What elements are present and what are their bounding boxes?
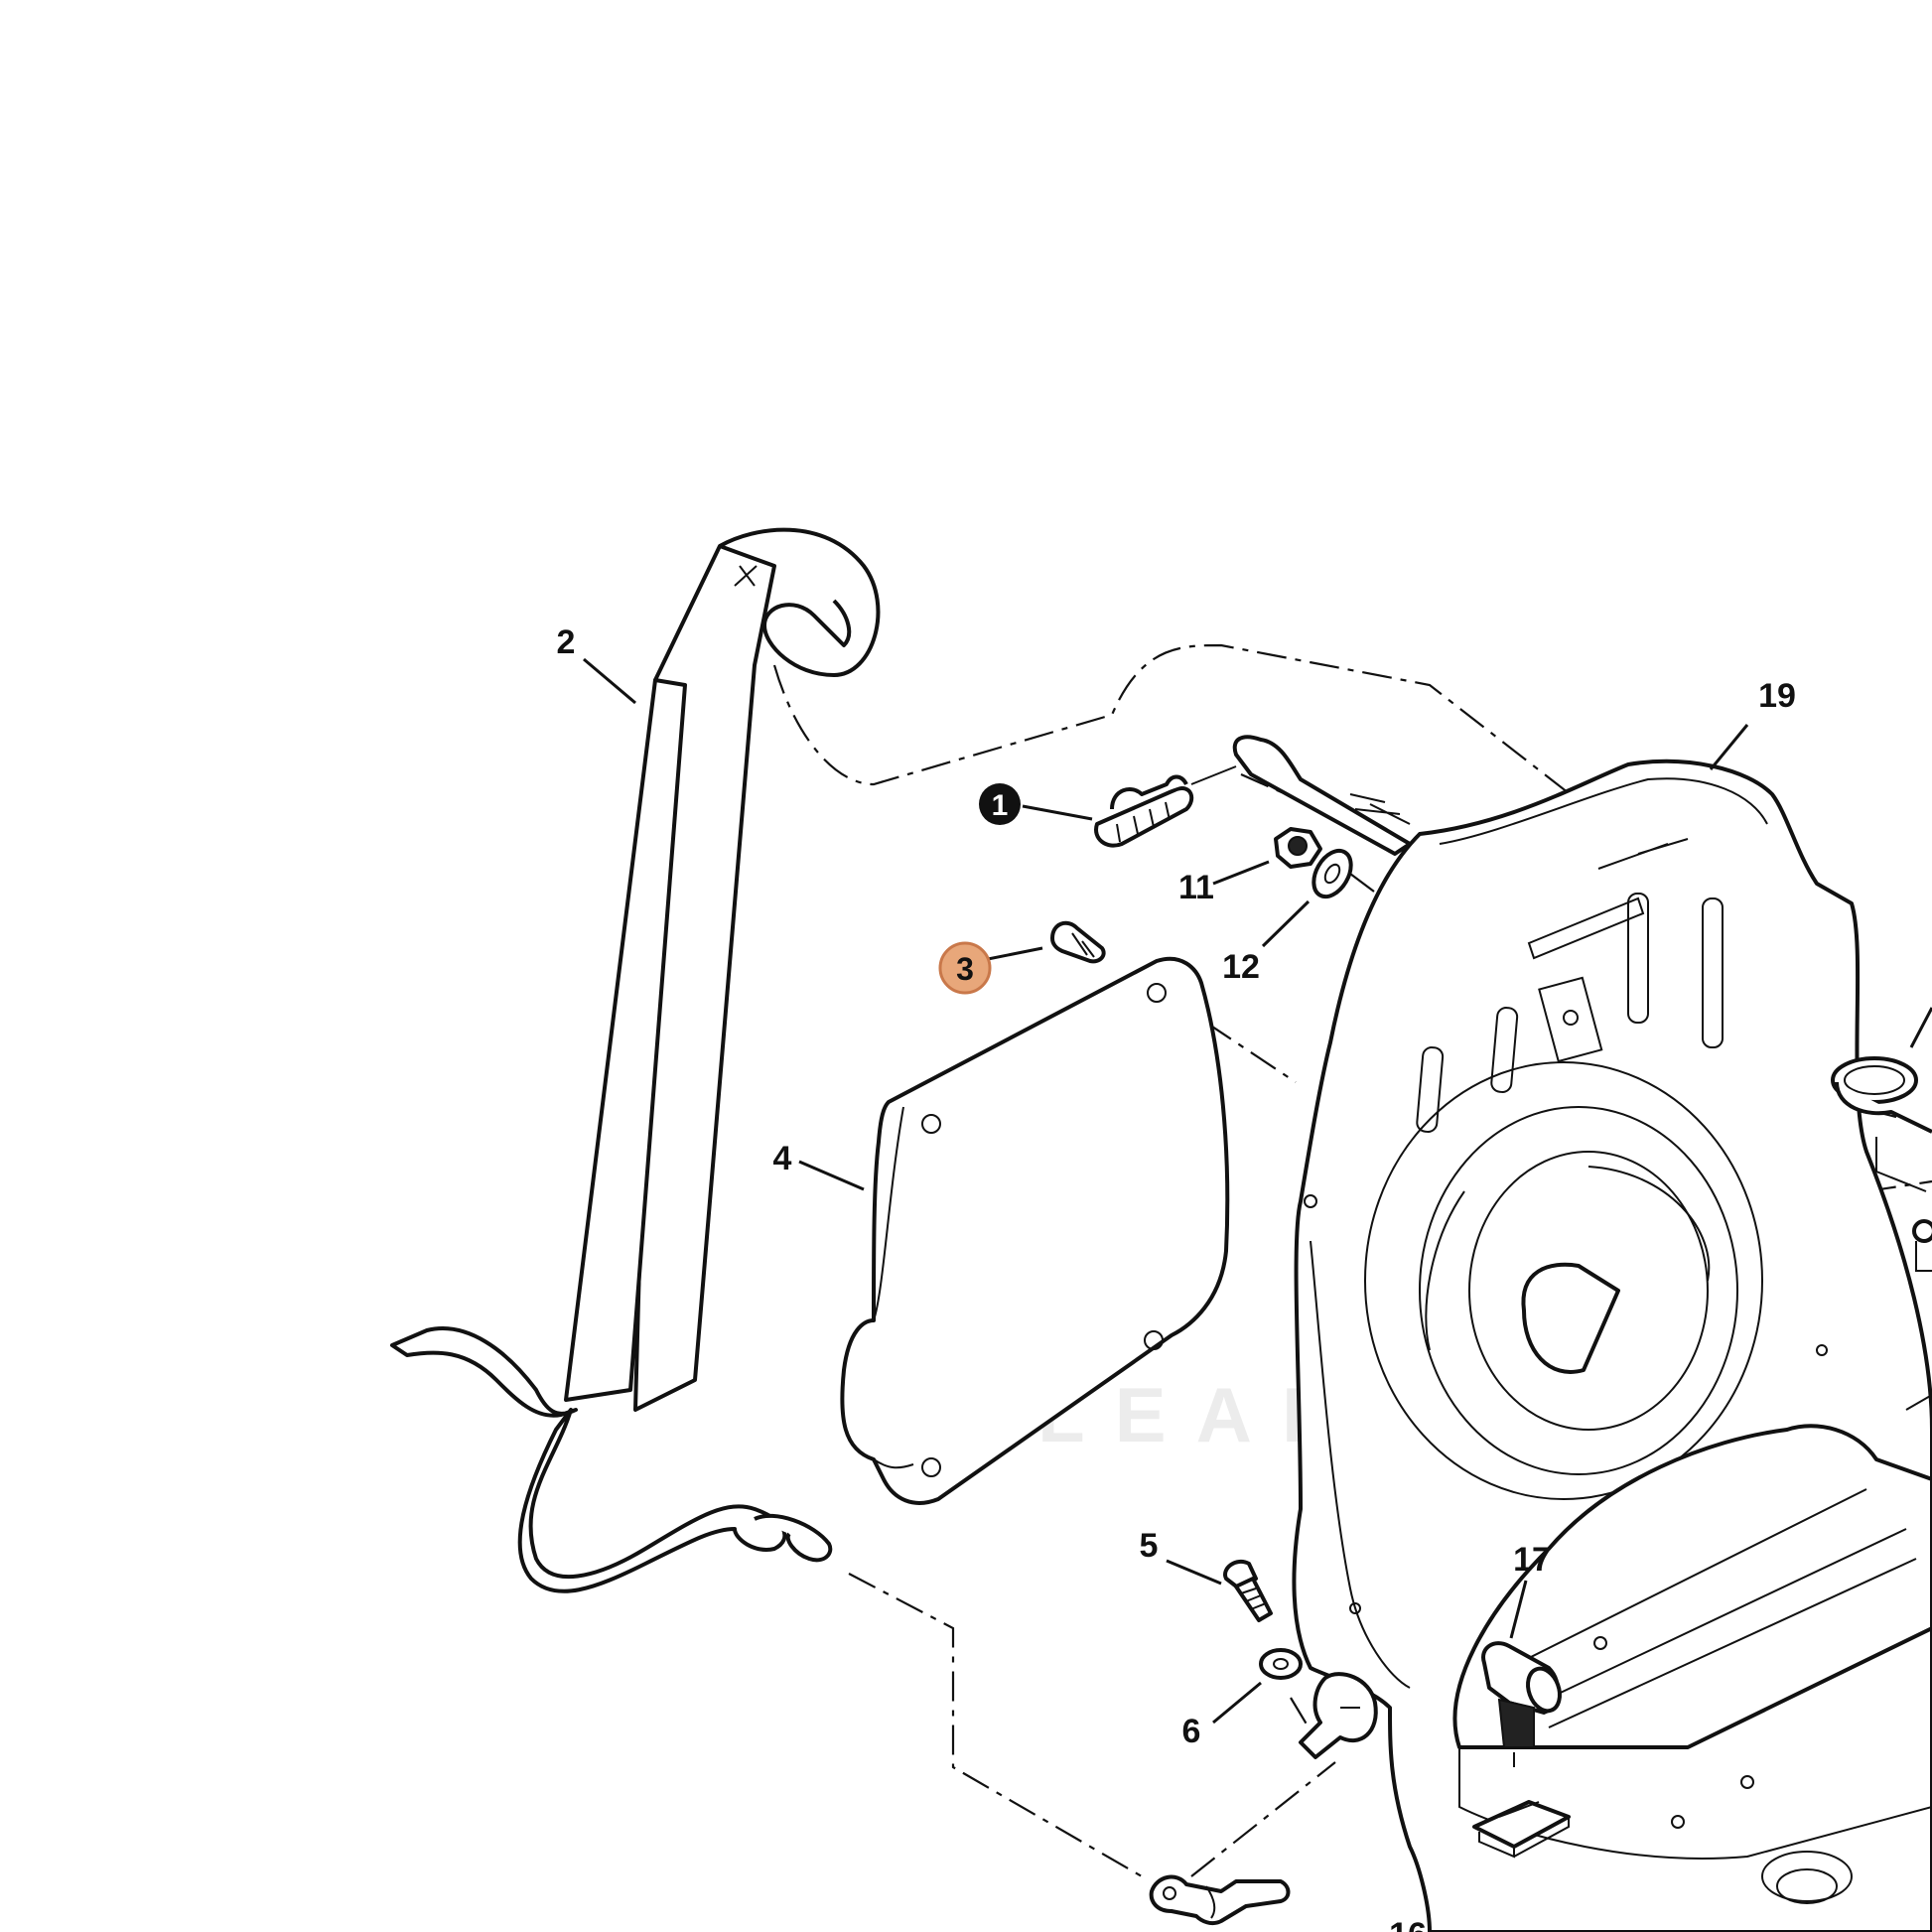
callout-16: 16 bbox=[1389, 1916, 1427, 1932]
callout-19: 19 bbox=[1758, 677, 1796, 715]
callout-5: 5 bbox=[1140, 1527, 1159, 1565]
bolt-part bbox=[1223, 1559, 1273, 1622]
backplate-frame-part bbox=[1292, 759, 1932, 1932]
callout-17: 17 bbox=[1513, 1541, 1551, 1579]
callout-11: 11 bbox=[1178, 869, 1214, 906]
callout-1: 1 bbox=[992, 789, 1009, 822]
cover-plate-part bbox=[840, 956, 1230, 1505]
callout-6: 6 bbox=[1182, 1713, 1201, 1750]
grommet-part bbox=[1472, 1641, 1571, 1859]
washer-part bbox=[1311, 848, 1353, 899]
push-rivet-part bbox=[1050, 920, 1106, 964]
nut-part bbox=[1274, 827, 1322, 869]
callout-3-highlight[interactable] bbox=[938, 941, 992, 995]
right-clamp-parts bbox=[1831, 1056, 1932, 1411]
small-washer-part bbox=[1259, 1648, 1303, 1680]
callout-1-badge bbox=[979, 783, 1021, 825]
cable-clip-part bbox=[1094, 735, 1412, 856]
callout-3: 3 bbox=[956, 951, 974, 987]
strap-part bbox=[390, 527, 881, 1593]
callout-4: 4 bbox=[773, 1140, 792, 1177]
callout-labels: 2 4 5 6 11 12 17 19 16 1 3 bbox=[557, 623, 1796, 1932]
callout-2: 2 bbox=[557, 623, 576, 661]
bracket-part bbox=[1149, 1874, 1291, 1926]
callout-12: 12 bbox=[1222, 948, 1260, 986]
